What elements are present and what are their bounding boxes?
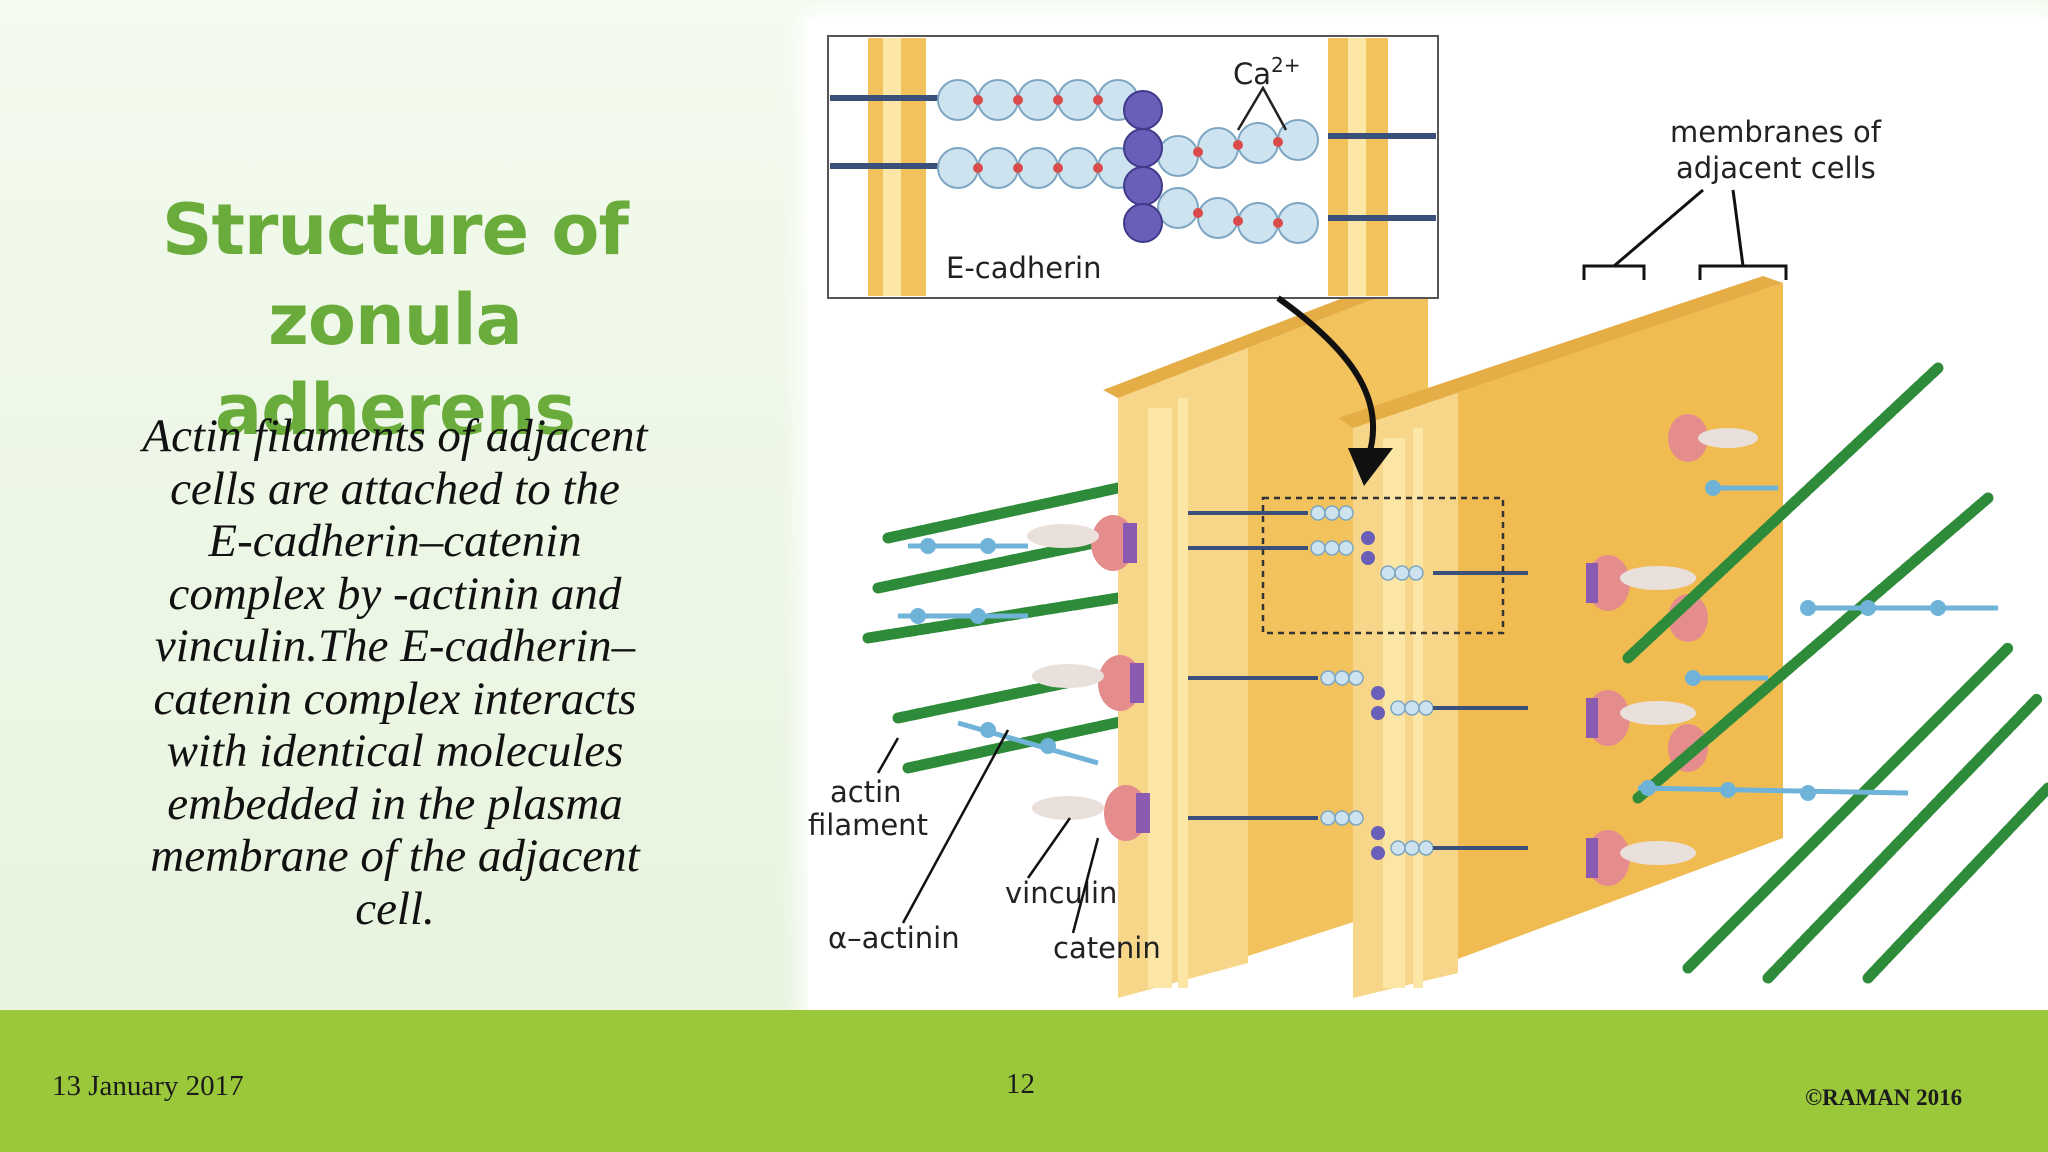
- body-line: membrane of the adjacent: [150, 830, 640, 882]
- body-line: catenin complex interacts: [153, 672, 637, 725]
- body-line: embedded in the plasma: [167, 777, 623, 830]
- alpha-actinin-label: α–actinin: [828, 921, 960, 955]
- ca-label: Ca2+: [1233, 53, 1301, 91]
- e-cadherin-label: E-cadherin: [946, 251, 1102, 285]
- page-number: 12: [1006, 1068, 1035, 1100]
- membranes-label-line-1: membranes of: [1670, 115, 1882, 149]
- actin-label-line-1: actin: [830, 775, 902, 809]
- title-line-2: zonula adherens: [214, 279, 576, 451]
- body-line: with identical molecules: [166, 725, 624, 777]
- right-actin-filaments: [1622, 362, 2048, 984]
- body-line: E-cadherin–catenin: [208, 515, 582, 567]
- body-line: complex by -actinin and: [168, 567, 622, 620]
- zoom-arrow: [1276, 295, 1377, 459]
- body-line: cell.: [355, 882, 435, 935]
- footer-bar: [0, 1010, 2048, 1152]
- zoom-arrow-head: [1348, 448, 1393, 486]
- body-text: Actin filaments of adjacent cells are at…: [90, 410, 700, 935]
- body-line: vinculin.The E-cadherin–: [154, 620, 636, 672]
- catenin-label: catenin: [1053, 931, 1161, 965]
- title-line-1: Structure of: [162, 189, 629, 271]
- copyright-text: ©RAMAN 2016: [1805, 1085, 1963, 1110]
- catenin-complexes-left: [1027, 515, 1150, 841]
- footer-date: 13 January 2017: [52, 1070, 244, 1102]
- cadherin-chains: [1188, 505, 1528, 860]
- membrane-brackets: [1582, 188, 1788, 280]
- actin-label-line-2: filament: [808, 808, 928, 842]
- slide-title: Structure of zonula adherens: [90, 185, 700, 455]
- zonula-adherens-diagram: Ca2+ E-cadherin membranes of adjacent ce…: [808, 35, 2048, 998]
- leader-lines: [876, 729, 1100, 934]
- e-cadherin-inset: Ca2+ E-cadherin: [827, 35, 1439, 299]
- vinculin-label: vinculin: [1005, 876, 1117, 910]
- body-line: Actin filaments of adjacent: [142, 410, 648, 462]
- body-line: cells are attached to the: [170, 462, 620, 515]
- zoom-region-box: [1261, 496, 1505, 635]
- zonula-adherens-figure: Ca2+ E-cadherin membranes of adjacent ce…: [808, 18, 2048, 1018]
- membranes-label-line-2: adjacent cells: [1676, 151, 1876, 185]
